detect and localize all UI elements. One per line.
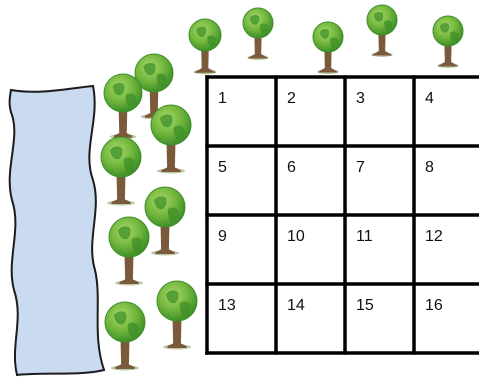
plot-cell: 2 [287,90,296,107]
plot-number: 4 [425,90,434,107]
plot-cell: 7 [356,159,365,176]
plot-cell: 15 [356,297,374,314]
plot-number: 9 [218,228,227,245]
plot-number: 13 [218,297,236,314]
plot-cell: 4 [425,90,434,107]
tree-icon [433,16,463,68]
tree-icon [105,302,145,371]
tree-icon [367,5,397,57]
plot-number: 8 [425,159,434,176]
plot-number: 5 [218,159,227,176]
plot-number: 7 [356,159,365,176]
tree-icon [109,217,149,286]
plot-cell: 14 [287,297,305,314]
plot-cell: 9 [218,228,227,245]
plot-number: 14 [287,297,305,314]
tree-icon [145,187,185,256]
plot-number: 11 [356,228,373,245]
plot-number: 1 [218,90,227,107]
tree-icon [313,22,343,74]
tree-icon [104,74,142,139]
plot-cell: 13 [218,297,236,314]
plot-number: 16 [425,297,443,314]
river [10,86,104,375]
plot-number: 6 [287,159,296,176]
tree-icon [101,137,141,206]
plot-number: 15 [356,297,374,314]
plot-cell: 8 [425,159,434,176]
plot-number: 10 [287,228,305,245]
tree-icon [243,8,273,60]
plot-cell: 16 [425,297,443,314]
tree-icon [189,19,221,74]
plot-cell: 5 [218,159,227,176]
plot-number: 12 [425,228,443,245]
plot-cell: 3 [356,90,365,107]
tree-icon [151,105,191,174]
plot-cell: 1 [218,90,227,107]
plot-cell: 12 [425,228,443,245]
plot-cell: 10 [287,228,305,245]
plot-number: 2 [287,90,296,107]
plot-cell: 6 [287,159,296,176]
plot-cell: 11 [356,228,373,245]
tree-icon [157,281,197,350]
plot-number: 3 [356,90,365,107]
